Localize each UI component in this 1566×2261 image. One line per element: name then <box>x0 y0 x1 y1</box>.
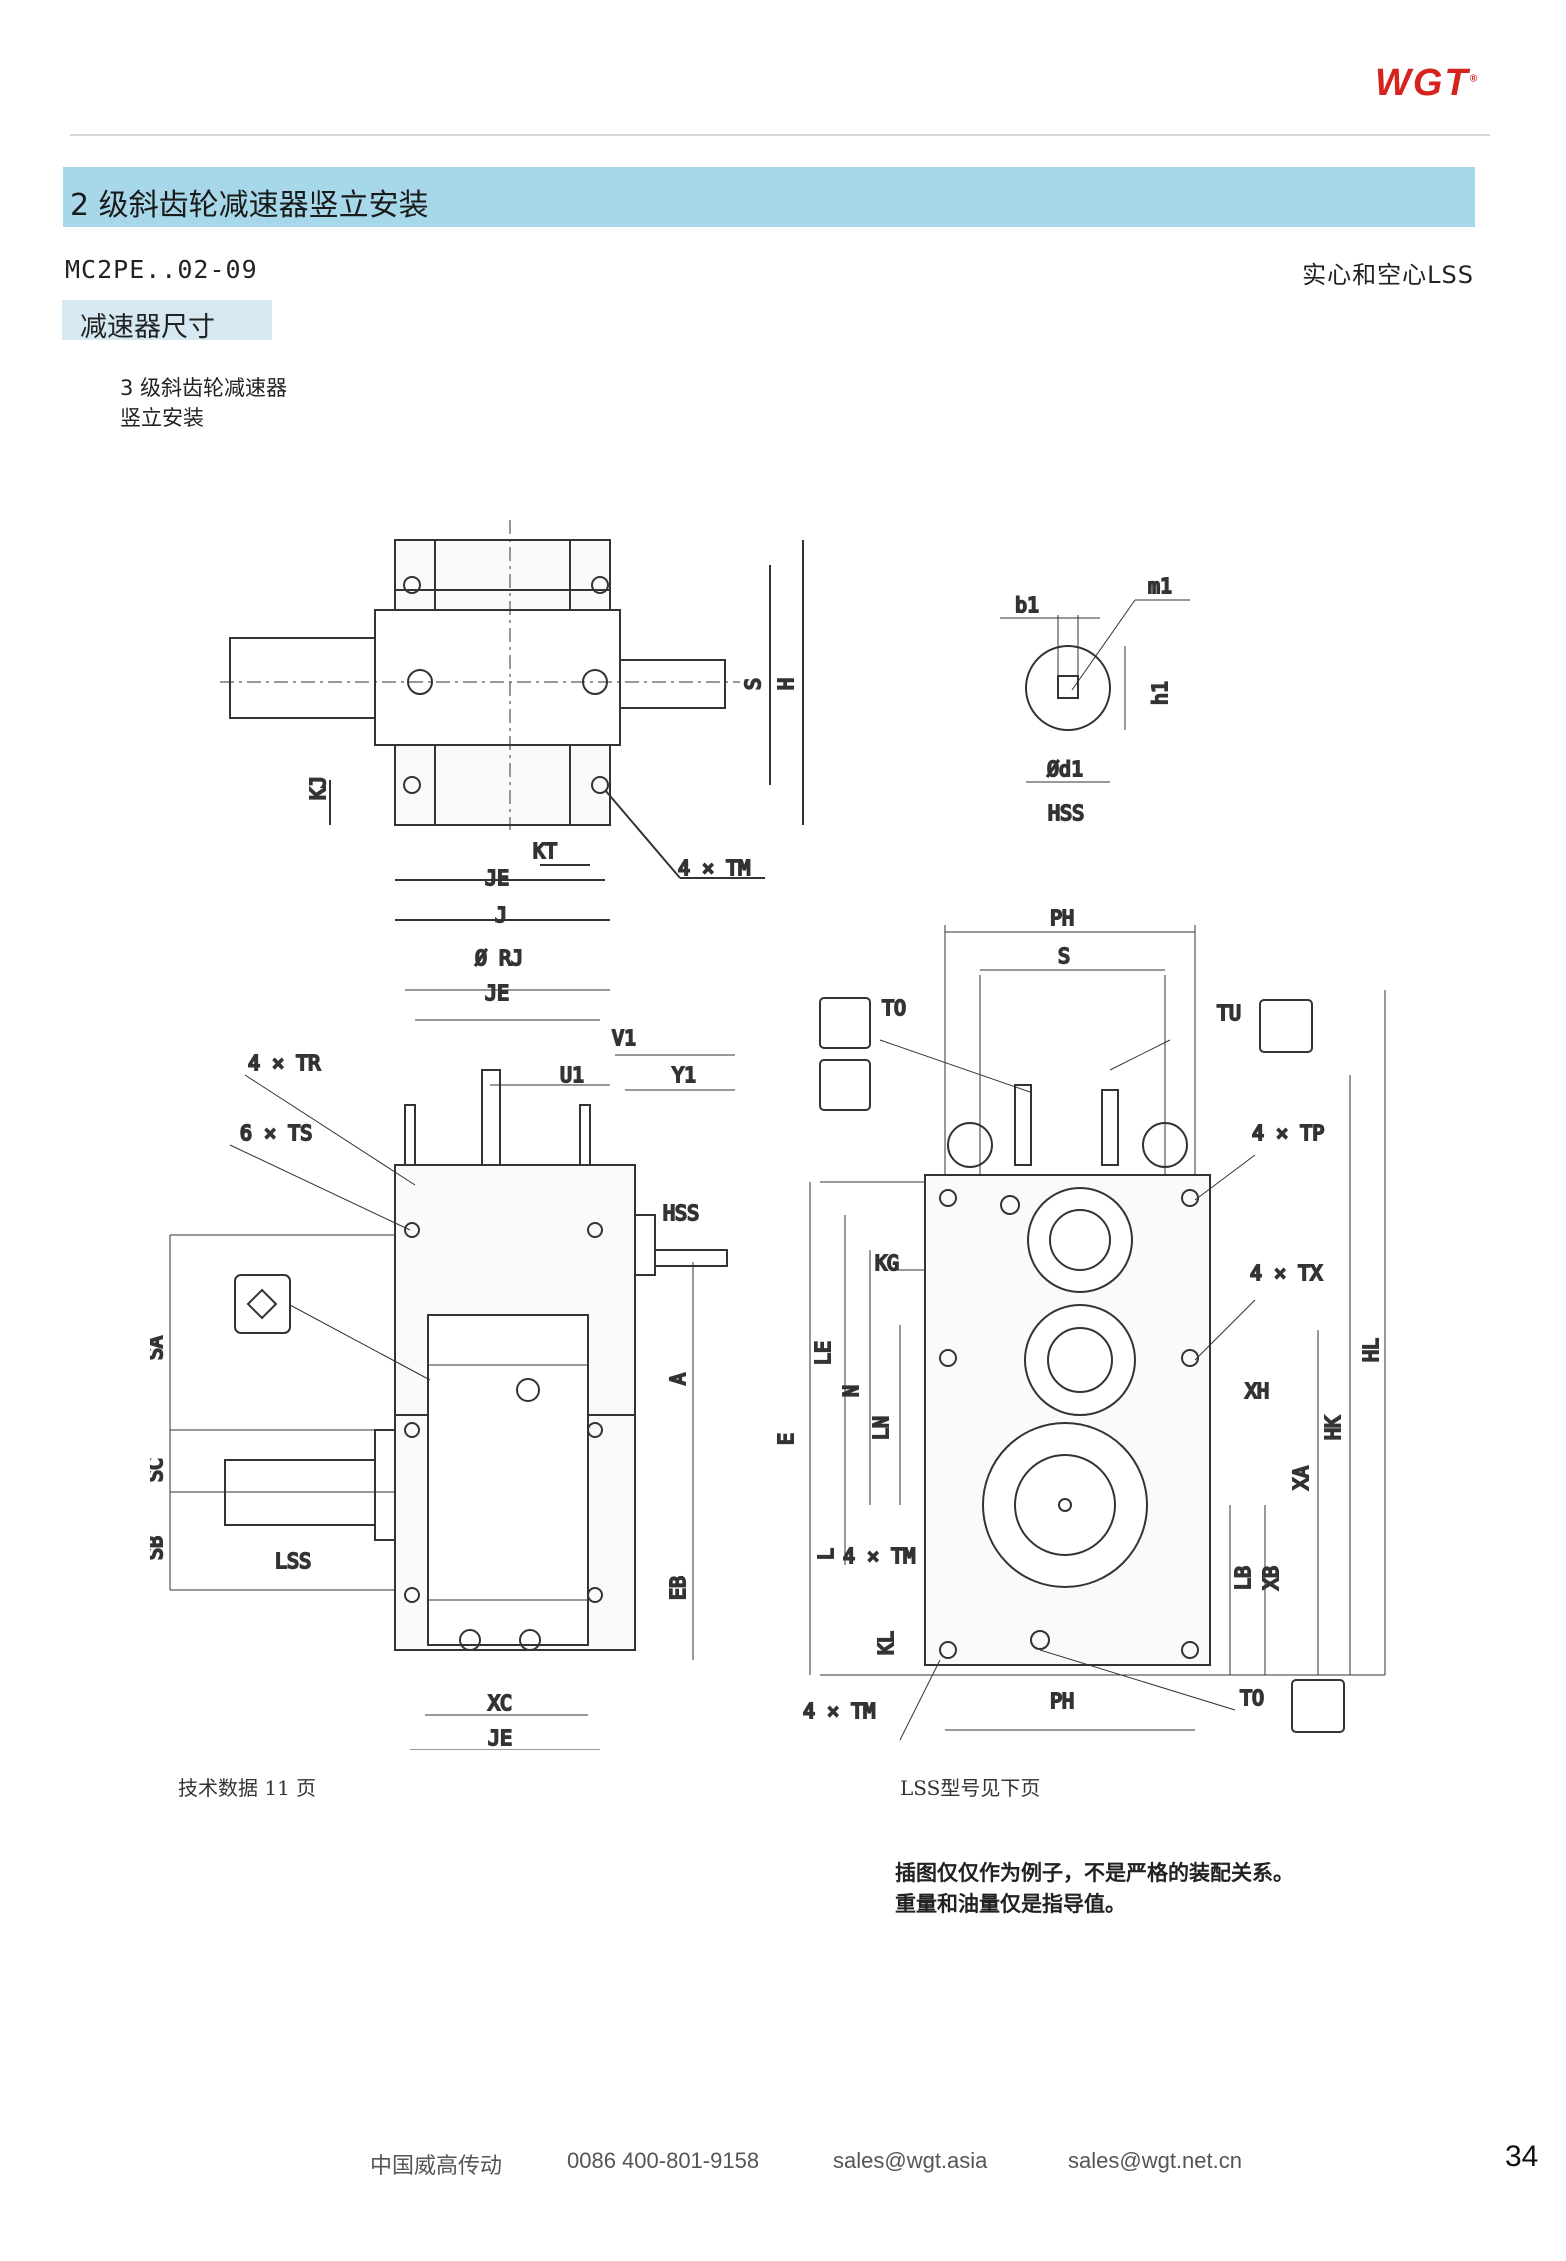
left-view <box>169 989 735 1750</box>
dim-xh: XH <box>1245 1379 1269 1403</box>
dim-je-left-bottom: JE <box>488 1726 512 1750</box>
footer-email-asia[interactable]: sales@wgt.asia <box>833 2148 988 2173</box>
dim-kg: KG <box>875 1251 899 1275</box>
dim-d1: Ød1 <box>1047 757 1083 781</box>
footer-company: 中国威高传动 <box>370 2153 503 2178</box>
dim-v1: V1 <box>612 1026 636 1050</box>
page-number: 34 <box>1505 2140 1539 2173</box>
dim-tx: 4 × TX <box>1250 1261 1322 1285</box>
right-view <box>809 925 1386 1741</box>
disclaimer-line2: 重量和油量仅是指导值。 <box>895 1892 1126 1916</box>
dim-je-left: JE <box>485 981 509 1005</box>
dim-ph-top: PH <box>1050 906 1074 930</box>
hss-label: HSS <box>1048 801 1084 825</box>
dim-hss-left: HSS <box>663 1201 699 1225</box>
dim-s-right: S <box>1058 944 1070 968</box>
dim-h-top: H <box>774 678 798 690</box>
dim-tm-bottom: 4 × TM <box>803 1699 875 1723</box>
dim-tu: TU <box>1217 1001 1241 1025</box>
dim-eb: EB <box>666 1576 690 1600</box>
dim-xa: XA <box>1289 1466 1313 1490</box>
dim-le: LE <box>811 1341 835 1365</box>
top-view <box>220 520 804 921</box>
dim-m1: m1 <box>1148 574 1172 598</box>
dim-ln: LN <box>869 1416 893 1440</box>
dim-kj: KJ <box>306 776 330 800</box>
dim-lss: LSS <box>275 1549 311 1573</box>
section-title: 减速器尺寸 <box>80 312 215 343</box>
dim-rj: Ø RJ <box>475 946 523 970</box>
dim-u1: U1 <box>560 1063 584 1087</box>
note-technical-data: 技术数据 11 页 <box>178 1776 317 1800</box>
dim-y1: Y1 <box>672 1063 696 1087</box>
dim-ts: 6 × TS <box>240 1121 312 1145</box>
dim-b1: b1 <box>1015 593 1039 617</box>
dim-kt: KT <box>533 839 557 863</box>
dim-xc: XC <box>488 1691 512 1715</box>
dim-je-top: JE <box>485 866 509 890</box>
brand-logo: WGT® <box>1375 62 1480 104</box>
dim-sc: SC <box>150 1458 167 1482</box>
hss-detail <box>1000 599 1190 783</box>
dim-hk: HK <box>1321 1416 1345 1440</box>
section-tag <box>62 300 272 340</box>
dim-xb: XB <box>1259 1566 1283 1590</box>
dim-ph-bottom: PH <box>1050 1689 1074 1713</box>
dim-n: N <box>839 1385 863 1397</box>
technical-drawing: S H KJ KT JE J 4 × TM b1 m1 h1 Ød1 HSS <box>150 520 1386 1750</box>
dim-tp: 4 × TP <box>1252 1121 1324 1145</box>
dim-l: L <box>814 1548 838 1560</box>
dim-tr: 4 × TR <box>248 1051 321 1075</box>
dim-sa: SA <box>150 1336 167 1360</box>
dim-kl: KL <box>874 1631 898 1655</box>
note-lss-types: LSS型号见下页 <box>900 1776 1041 1800</box>
footer-email-net[interactable]: sales@wgt.net.cn <box>1068 2148 1242 2173</box>
dim-a: A <box>666 1373 690 1385</box>
dim-s-top: S <box>741 678 765 690</box>
dim-sb: SB <box>150 1536 167 1560</box>
dim-tm-right: 4 × TM <box>843 1544 915 1568</box>
dim-tm-top: 4 × TM <box>678 856 750 880</box>
lss-type: 实心和空心LSS <box>1302 261 1474 289</box>
dim-lb: LB <box>1231 1566 1255 1590</box>
footer-phone: 0086 400-801-9158 <box>567 2148 760 2173</box>
dim-h1: h1 <box>1148 681 1172 705</box>
dim-j: J <box>495 903 507 927</box>
dim-to-top: TO <box>882 996 906 1020</box>
title-bar <box>63 167 1475 227</box>
disclaimer-line1: 插图仅仅作为例子，不是严格的装配关系。 <box>895 1861 1294 1885</box>
subtitle-line2: 竖立安装 <box>120 406 204 430</box>
subtitle-line1: 3 级斜齿轮减速器 <box>120 376 288 400</box>
page-title: 2 级斜齿轮减速器竖立安装 <box>70 188 429 223</box>
dim-hl: HL <box>1359 1338 1383 1362</box>
dim-e: E <box>774 1433 798 1445</box>
header-divider <box>70 134 1490 136</box>
dim-to-bottom: TO <box>1240 1686 1264 1710</box>
model-code: MC2PE..02-09 <box>65 255 258 284</box>
